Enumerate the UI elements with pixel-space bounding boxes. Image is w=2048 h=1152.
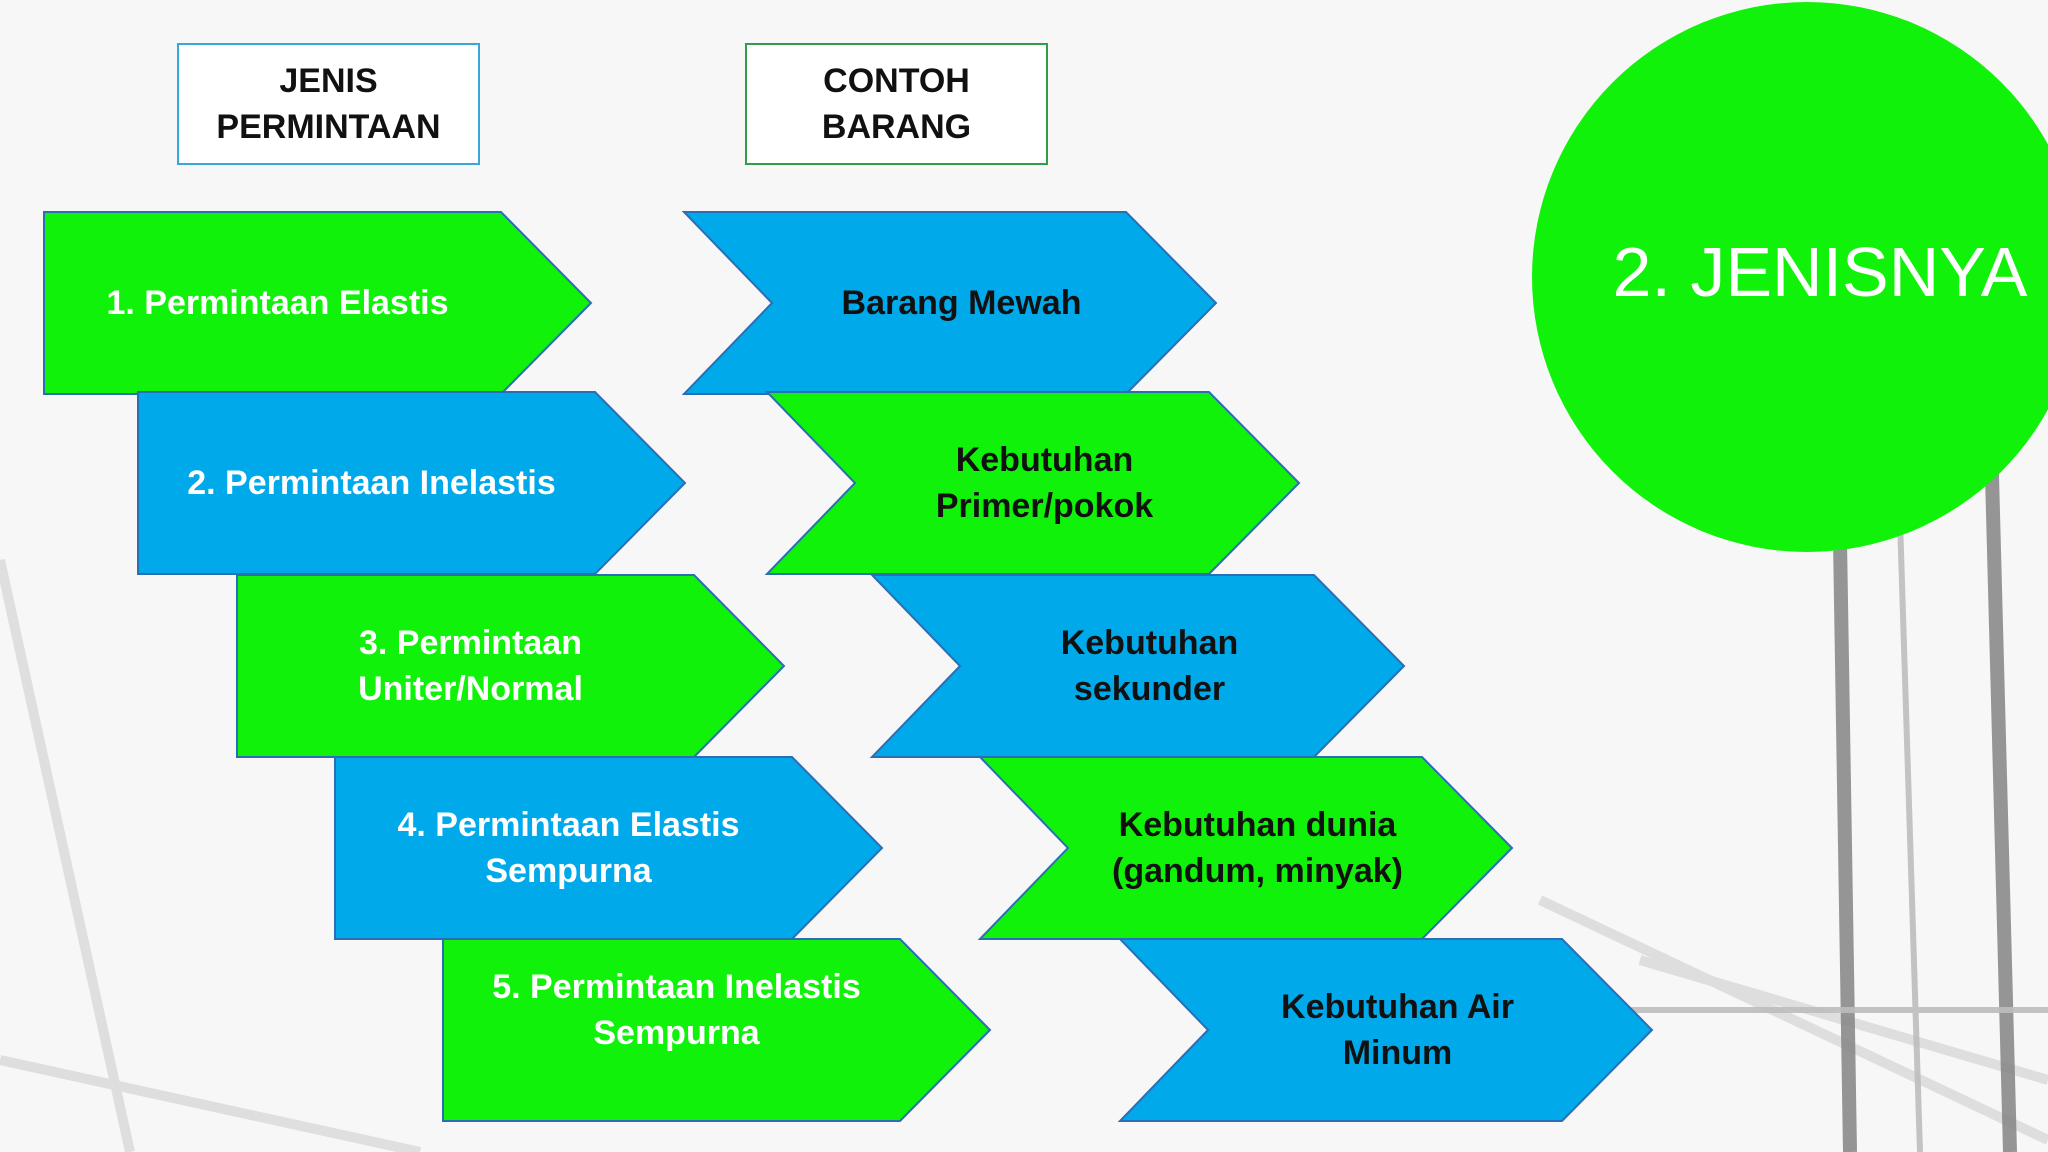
slide-title: 2. JENISNYA [1612,233,2028,311]
type-arrow-4 [334,756,884,940]
header-right-line-2: BARANG [821,108,972,146]
example-label-line: Kebutuhan dunia [1118,806,1397,844]
type-arrow-5 [442,938,992,1122]
type-arrow-2 [137,391,687,575]
type-label-line: 2. Permintaan Inelastis [187,464,556,502]
type-label-line: 5. Permintaan Inelastis [492,968,861,1006]
type-label-line: 3. Permintaan [359,624,582,662]
header-contoh-barang: CONTOH BARANG [745,43,1048,165]
example-label-4: Kebutuhan dunia (gandum, minyak) [1058,757,1457,939]
type-label-line: Sempurna [485,852,652,890]
type-label-line: 1. Permintaan Elastis [106,284,449,322]
type-label-2: 2. Permintaan Inelastis [138,392,605,574]
type-label-line: 4. Permintaan Elastis [397,806,740,844]
type-label-line: Sempurna [593,1014,760,1052]
example-label-line: Kebutuhan [955,441,1134,479]
header-left-line-2: PERMINTAAN [216,108,441,146]
type-label-line: Uniter/Normal [358,670,583,708]
example-label-line: (gandum, minyak) [1112,852,1403,890]
header-left-line-1: JENIS [279,62,378,100]
example-label-1: Barang Mewah [762,212,1161,394]
example-chevron-5 [1117,938,1654,1122]
example-label-line: Kebutuhan Air [1281,988,1514,1026]
type-label-1: 1. Permintaan Elastis [44,212,511,394]
title-circle [1532,2,2048,552]
example-label-3: Kebutuhan sekunder [950,575,1349,757]
example-label-line: Barang Mewah [841,284,1082,322]
example-label-line: Primer/pokok [935,487,1154,525]
type-arrow-1 [43,211,593,395]
example-label-line: Minum [1342,1034,1453,1072]
type-arrow-3 [236,574,786,758]
example-label-line: sekunder [1073,670,1226,708]
example-label-line: Kebutuhan [1060,624,1239,662]
header-right-line-1: CONTOH [823,62,970,100]
header-jenis-permintaan: JENIS PERMINTAAN [177,43,480,165]
